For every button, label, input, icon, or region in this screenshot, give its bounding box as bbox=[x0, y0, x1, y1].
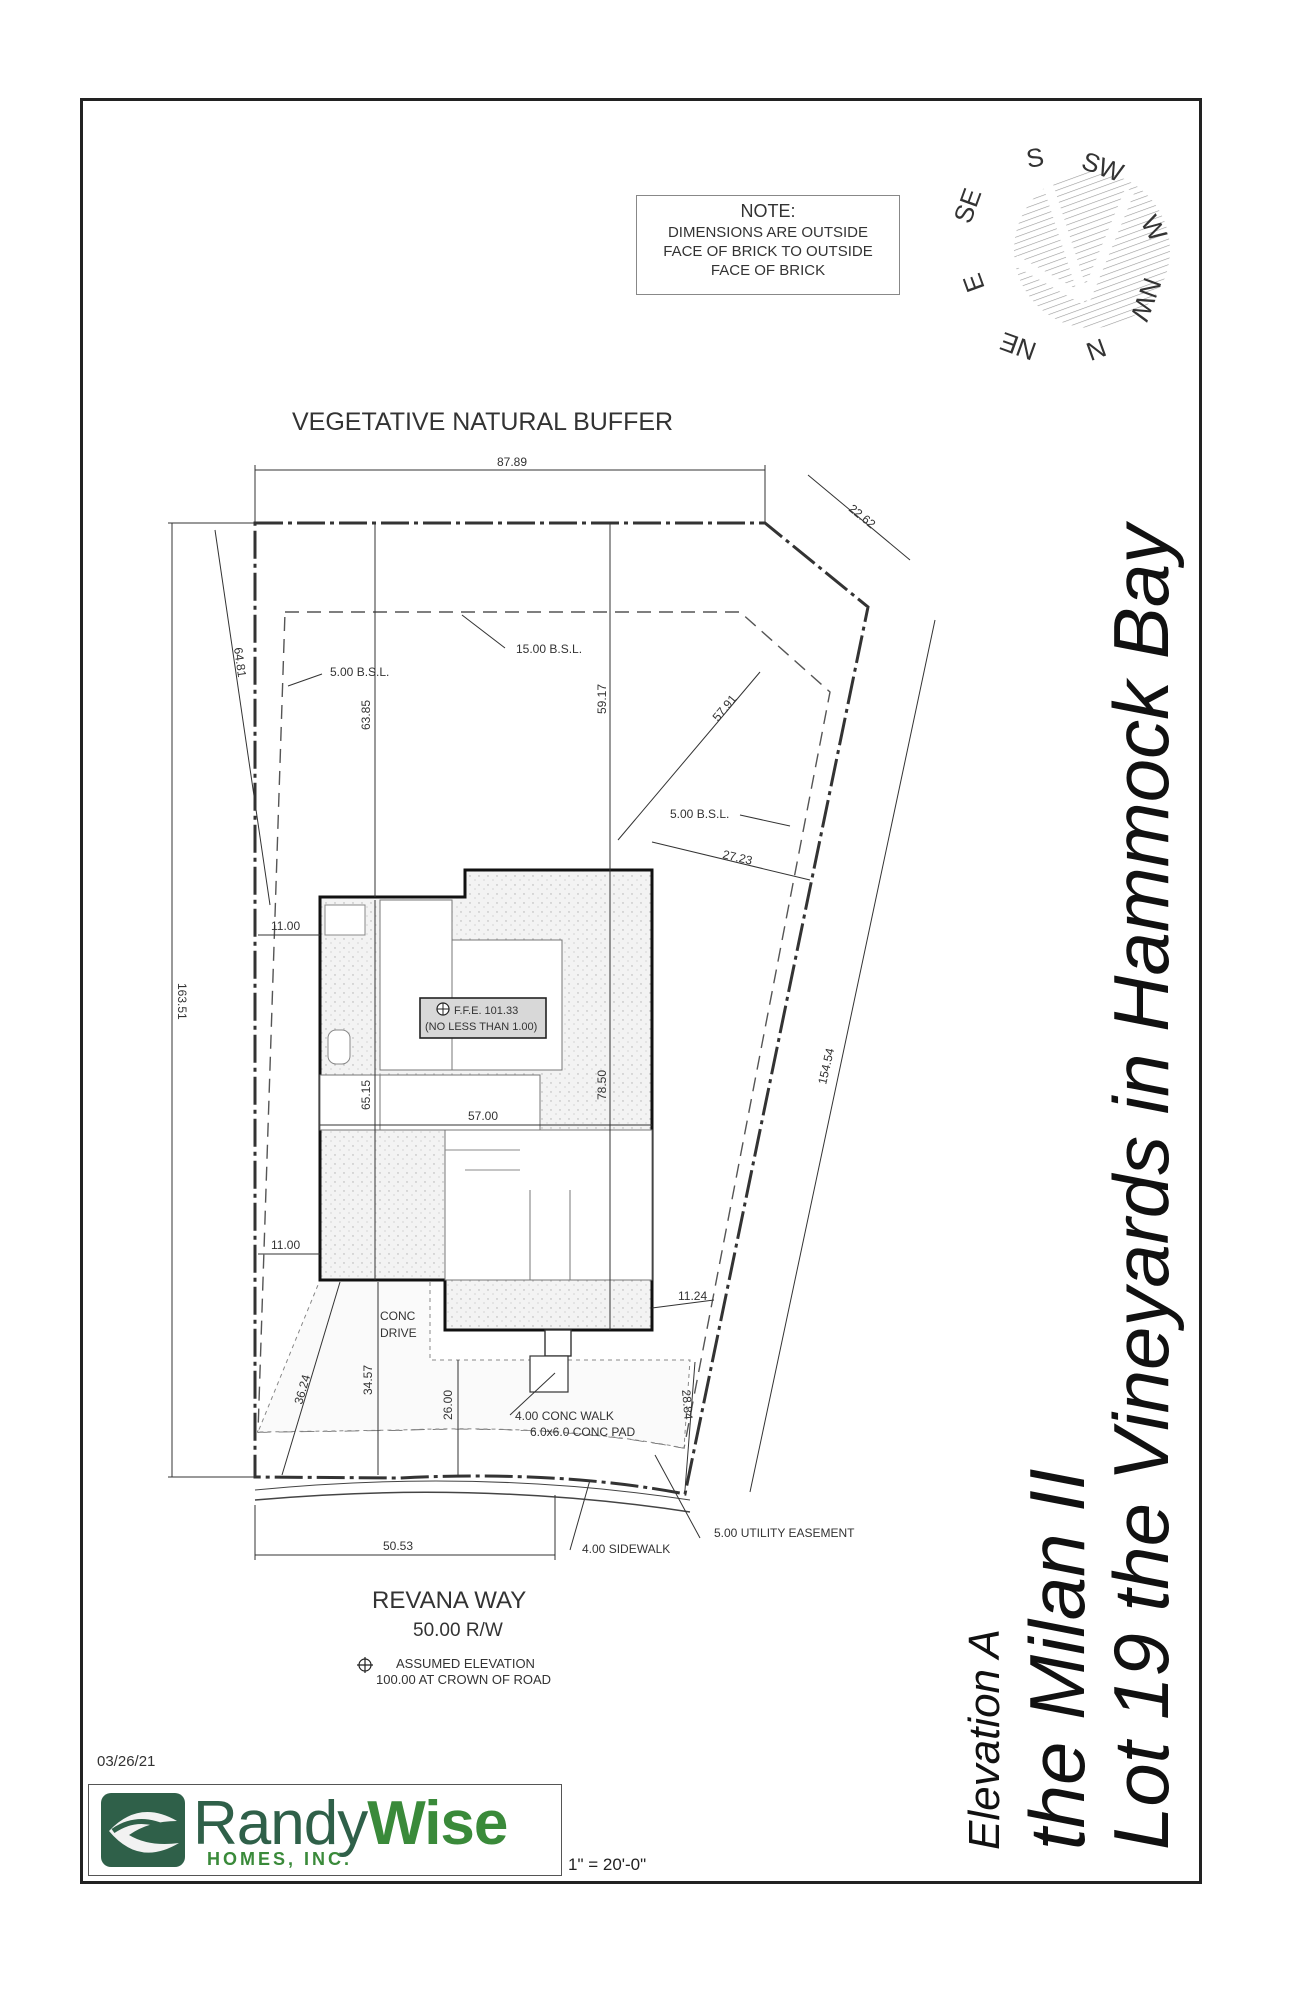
lot-title: Lot 19 the Vineyards in Hammock Bay bbox=[1097, 524, 1185, 1850]
walk-label: 4.00 CONC WALK bbox=[515, 1409, 614, 1423]
compass-rose: S SW W NW N NE E SE bbox=[947, 141, 1173, 367]
compass-ne: NE bbox=[996, 326, 1040, 367]
dim-rear-mid: 59.17 bbox=[595, 684, 609, 714]
right-of-way: 50.00 R/W bbox=[413, 1620, 503, 1641]
dim-corner: 22.62 bbox=[846, 501, 878, 531]
dim-house-width: 57.00 bbox=[468, 1109, 498, 1123]
elevation-title: Elevation A bbox=[960, 1629, 1009, 1850]
dim-right-line: 154.54 bbox=[815, 1046, 837, 1085]
revision-date: 03/26/21 bbox=[97, 1753, 156, 1770]
dim-top-width: 87.89 bbox=[497, 455, 527, 469]
logo-subtitle: HOMES, INC. bbox=[207, 1849, 353, 1869]
road-name: REVANA WAY bbox=[372, 1587, 526, 1614]
dim-right-gap: 27.23 bbox=[721, 847, 754, 867]
house-footprint bbox=[318, 868, 654, 1393]
dim-walk-depth: 26.00 bbox=[441, 1390, 455, 1420]
sidewalk-edge bbox=[254, 1491, 691, 1513]
utility-easement-label: 5.00 UTILITY EASEMENT bbox=[714, 1526, 855, 1540]
note-line-2: FACE OF BRICK TO OUTSIDE bbox=[663, 243, 873, 260]
dim-overall-left: 163.51 bbox=[175, 983, 189, 1020]
dim-frontage: 50.53 bbox=[383, 1539, 413, 1553]
buffer-label: VEGETATIVE NATURAL BUFFER bbox=[292, 408, 673, 436]
note-title: NOTE: bbox=[740, 201, 796, 221]
elevation-note-1: ASSUMED ELEVATION bbox=[396, 1656, 535, 1671]
compass-se: SE bbox=[947, 184, 987, 227]
compass-s: S bbox=[1024, 141, 1046, 174]
dim-front-right: 11.24 bbox=[678, 1289, 707, 1303]
bsl-15-label: 15.00 B.S.L. bbox=[516, 642, 582, 656]
drive-label: DRIVE bbox=[380, 1326, 417, 1340]
lot-boundary bbox=[253, 521, 870, 1496]
model-title: the Milan II bbox=[1013, 1468, 1101, 1850]
bsl-5-left-label: 5.00 B.S.L. bbox=[330, 665, 389, 679]
title-block: Elevation A the Milan II Lot 19 the Vine… bbox=[960, 525, 1190, 1860]
logo-bold: Wise bbox=[367, 1789, 508, 1858]
dim-left-side-2: 11.00 bbox=[271, 1238, 300, 1252]
dim-left-side: 11.00 bbox=[271, 919, 300, 933]
pad-label: 6.0x6.0 CONC PAD bbox=[530, 1425, 635, 1439]
dim-house-depth-left: 65.15 bbox=[359, 1080, 373, 1110]
conc-label: CONC bbox=[380, 1309, 416, 1323]
fish-logo-icon bbox=[101, 1793, 185, 1867]
logo-main: Randy bbox=[193, 1789, 368, 1858]
sidewalk-label: 4.00 SIDEWALK bbox=[582, 1542, 670, 1556]
note-line-1: DIMENSIONS ARE OUTSIDE bbox=[667, 224, 869, 241]
ffe-note: (NO LESS THAN 1.00) bbox=[425, 1021, 537, 1033]
benchmark-icon bbox=[357, 1657, 373, 1673]
road-edge bbox=[254, 1480, 691, 1501]
bsl-5-right-label: 5.00 B.S.L. bbox=[670, 807, 729, 821]
note-box: NOTE: DIMENSIONS ARE OUTSIDE FACE OF BRI… bbox=[636, 195, 900, 295]
dim-diag: 57.91 bbox=[710, 692, 740, 724]
compass-n: N bbox=[1082, 332, 1110, 367]
compass-e: E bbox=[957, 270, 991, 297]
note-line-3: FACE OF BRICK bbox=[710, 262, 826, 279]
driveway bbox=[257, 1279, 691, 1449]
dim-rear-left: 63.85 bbox=[359, 700, 373, 730]
ffe-marker: F.F.E. 101.33 (NO LESS THAN 1.00) bbox=[419, 997, 547, 1039]
dim-left-upper: 64.81 bbox=[231, 646, 249, 678]
company-logo: RandyWise HOMES, INC. bbox=[88, 1784, 562, 1876]
logo-wordmark: RandyWise bbox=[193, 1789, 508, 1858]
leader-lines bbox=[287, 614, 791, 1551]
dim-drive-mid: 34.57 bbox=[361, 1365, 375, 1395]
ffe-label: F.F.E. 101.33 bbox=[454, 1005, 518, 1017]
dim-house-depth-right: 78.50 bbox=[595, 1070, 609, 1100]
dimension-lines bbox=[168, 465, 936, 1560]
dim-front-right-2: 28.84 bbox=[679, 1389, 696, 1420]
elevation-note-2: 100.00 AT CROWN OF ROAD bbox=[376, 1672, 551, 1687]
drawing-scale: 1" = 20'-0" bbox=[568, 1855, 647, 1874]
